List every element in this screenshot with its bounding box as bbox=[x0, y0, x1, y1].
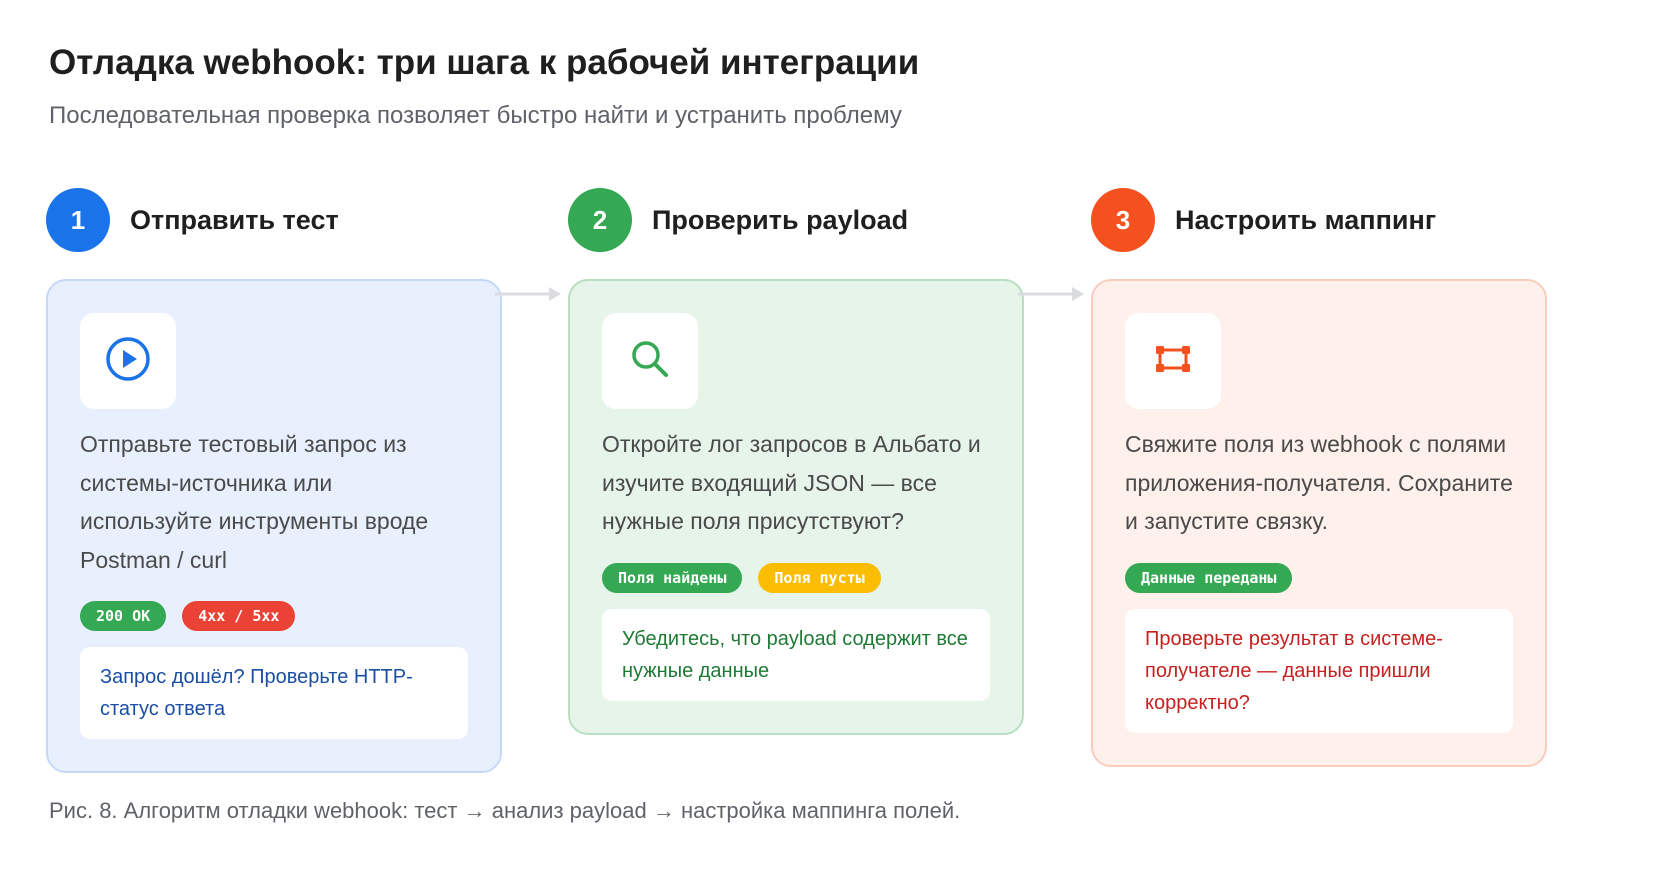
play-circle-icon bbox=[104, 335, 152, 388]
search-icon bbox=[626, 335, 674, 388]
step-note: Запрос дошёл? Проверьте HTTP-статус отве… bbox=[80, 647, 468, 739]
step-title: Отправить тест bbox=[130, 204, 339, 235]
step-note: Убедитесь, что payload содержит все нужн… bbox=[602, 608, 990, 701]
step-title: Проверить payload bbox=[652, 204, 909, 235]
icon-tile bbox=[80, 313, 176, 409]
step-1: 1 Отправить тест Отправьте тестовый запр… bbox=[46, 188, 516, 773]
step-2: 2 Проверить payload Откройте лог запросо… bbox=[568, 188, 1038, 735]
step-header: 1 Отправить тест bbox=[46, 188, 516, 252]
figure-caption: Рис. 8. Алгоритм отладки webhook: тест →… bbox=[49, 798, 961, 823]
status-badges: Данные переданы bbox=[1125, 562, 1513, 593]
step-header: 3 Настроить маппинг bbox=[1091, 188, 1561, 252]
icon-tile bbox=[1125, 313, 1221, 409]
status-badge: Данные переданы bbox=[1125, 562, 1293, 593]
mapping-icon bbox=[1149, 335, 1197, 388]
icon-tile bbox=[602, 313, 698, 409]
status-badge: Поля найдены bbox=[602, 562, 743, 593]
arrow-right-icon bbox=[1018, 287, 1084, 301]
arrow-right-icon bbox=[495, 287, 561, 301]
step-description: Свяжите поля из webhook с полями приложе… bbox=[1125, 431, 1513, 534]
step-3: 3 Настроить маппинг Свяжите поля из webh… bbox=[1091, 188, 1561, 767]
step-note: Проверьте результат в системе-получателе… bbox=[1125, 608, 1513, 733]
step-description: Отправьте тестовый запрос из системы-ист… bbox=[80, 431, 429, 573]
step-header: 2 Проверить payload bbox=[568, 188, 1038, 252]
step-card: Отправьте тестовый запрос из системы-ист… bbox=[46, 279, 502, 773]
step-description: Откройте лог запросов в Альбато и изучит… bbox=[602, 431, 981, 534]
step-card: Свяжите поля из webhook с полями приложе… bbox=[1091, 279, 1547, 767]
step-number-badge: 3 bbox=[1091, 188, 1155, 252]
step-number-badge: 2 bbox=[568, 188, 632, 252]
page-title: Отладка webhook: три шага к рабочей инте… bbox=[49, 43, 920, 82]
status-badges: Поля найдены Поля пусты bbox=[602, 562, 990, 593]
status-badge: 200 OK bbox=[80, 601, 167, 631]
status-badges: 200 OK 4xx / 5xx bbox=[80, 601, 468, 631]
status-badge: Поля пусты bbox=[758, 562, 881, 593]
step-card: Откройте лог запросов в Альбато и изучит… bbox=[568, 279, 1024, 735]
step-title: Настроить маппинг bbox=[1175, 204, 1437, 235]
status-badge: 4xx / 5xx bbox=[182, 601, 296, 631]
page-subtitle: Последовательная проверка позволяет быст… bbox=[49, 102, 902, 129]
step-number-badge: 1 bbox=[46, 188, 110, 252]
